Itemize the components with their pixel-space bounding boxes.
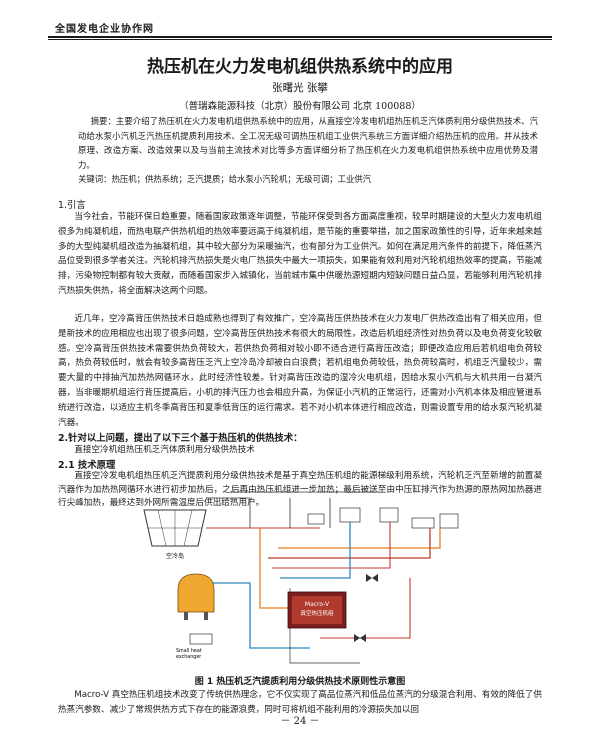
journal-name: 全国发电企业协作网: [55, 24, 154, 35]
affiliation: （普瑞森能源科技（北京）股份有限公司 北京 100088）: [179, 101, 421, 112]
header-rule-thin: [48, 39, 552, 40]
heating-pipes: [200, 522, 441, 664]
label-macro-v-unit: 真空热压机组: [300, 609, 334, 617]
turbine-piping: [206, 491, 380, 529]
section-2-1-paragraph: 直接空冷发电机组热压机乏汽提质利用分级供热技术是基于真空热压机组的能源梯级利用系…: [58, 471, 542, 508]
intro-paragraph-1: 当今社会，节能环保日趋重要，随着国家政策逐年调整，节能环保受到各方面高度重视，较…: [58, 212, 542, 296]
macro-v-unit: [287, 591, 347, 629]
label-exchanger: exchanger: [176, 654, 201, 660]
intro-paragraph-2: 近几年，空冷高背压供热技术日趋成熟也得到了有效推广，空冷高背压供热技术在火力发电…: [58, 314, 542, 428]
figure-1-caption: 图 1 热压机乏汽提质利用分级供热技术原则性示意图: [194, 677, 406, 687]
section-intro-heading: 1.引言: [58, 200, 86, 211]
sub-heading: 直接空冷机组热压机乏汽体质利用分级供热技术: [74, 445, 255, 455]
condenser-tank-icon: [177, 573, 215, 620]
paper-title: 热压机在火力发电机组供热系统中的应用: [147, 57, 453, 77]
valve-icons: [354, 574, 378, 642]
label-small-heat: Small heat: [176, 648, 202, 654]
label-cooling-tower: 空冷岛: [166, 552, 184, 560]
small-heat-exchanger-icon: [189, 633, 213, 645]
figure-1-diagram: 空冷岛: [143, 491, 459, 664]
keywords: 关键词：热压机；供热系统；乏汽提质；给水泵小汽轮机；无级可调；工业供汽: [78, 174, 372, 184]
section-2-1-heading: 2.1 技术原理: [58, 460, 116, 471]
heat-exchangers: [307, 507, 459, 529]
header-rule: [48, 36, 552, 38]
last-paragraph: Macro-V 真空热压机组技术改变了传统供热理念，它不仅实现了高品位蒸汽和低品…: [58, 690, 542, 715]
cooling-tower-icon: [143, 509, 207, 547]
section-2-heading: 2.针对以上问题，提出了以下三个基于热压机的供热技术：: [58, 433, 303, 444]
abstract: 摘要：主要介绍了热压机在火力发电机组供热系统中的应用，从直接空冷发电机组热压机乏…: [78, 116, 538, 170]
label-macro-v: Macro-V: [305, 601, 330, 608]
authors: 张曙光 张攀: [272, 82, 328, 94]
page-number: － 24 －: [280, 716, 320, 727]
